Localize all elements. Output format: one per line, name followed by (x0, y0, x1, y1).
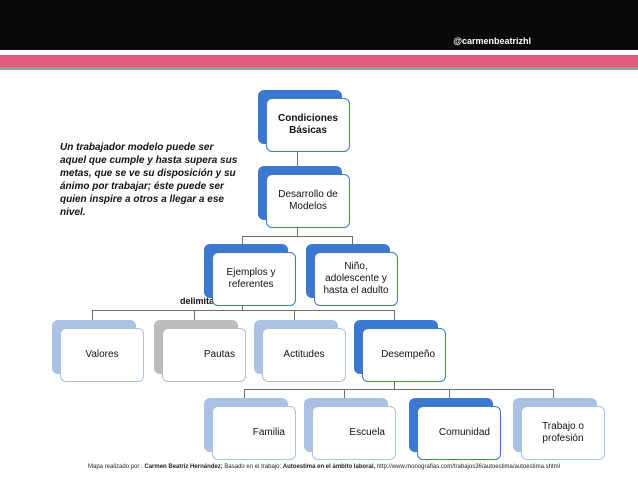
node-label: Desarrollo de Modelos (266, 174, 350, 228)
node-desarrollo-modelos: Desarrollo de Modelos (258, 166, 350, 228)
node-desempeno: Desempeño (354, 320, 446, 382)
connector-line (344, 389, 345, 398)
node-actitudes: Actitudes (254, 320, 346, 382)
node-label: Familia (212, 406, 296, 460)
author-handle: @carmenbeatrizhl (453, 36, 531, 46)
node-label: Niño, adolescente y hasta el adulto (314, 252, 398, 306)
connector-line (449, 389, 450, 398)
footer-credit: Mapa realizado por : Carmen Beatriz Hern… (88, 464, 560, 470)
node-familia: Familia (204, 398, 296, 460)
side-note: Un trabajador modelo puede ser aquel que… (60, 142, 238, 218)
footer-url[interactable]: http://www.monografias.com/trabajos36/au… (376, 464, 560, 470)
connector-line (242, 236, 243, 244)
node-label: Escuela (312, 406, 396, 460)
node-label: Condiciones Básicas (266, 98, 350, 152)
node-valores: Valores (52, 320, 144, 382)
connector-label: delimitará (180, 296, 223, 306)
connector-line (294, 310, 295, 320)
node-label: Comunidad (417, 406, 501, 460)
node-pautas: Pautas (154, 320, 246, 382)
footer-middle: Basado en el trabajo: (224, 464, 282, 470)
node-label: Pautas (162, 328, 246, 382)
footer-prefix: Mapa realizado por : (88, 464, 143, 470)
connector-line (297, 152, 298, 170)
connector-line (92, 310, 93, 320)
connector-line (242, 236, 352, 237)
pink-stripe (0, 55, 638, 67)
node-label: Actitudes (262, 328, 346, 382)
node-nino-adolescente: Niño, adolescente y hasta el adulto (306, 244, 398, 306)
node-escuela: Escuela (304, 398, 396, 460)
connector-line (194, 310, 195, 320)
node-label: Ejemplos y referentes (212, 252, 296, 306)
node-comunidad: Comunidad (409, 398, 501, 460)
connector-line (352, 236, 353, 244)
footer-work: Autoestima en el ámbito laboral, (282, 464, 376, 470)
node-trabajo-profesion: Trabajo o profesión (513, 398, 605, 460)
connector-line (244, 389, 554, 390)
node-label: Valores (60, 328, 144, 382)
gray-stripe (0, 67, 638, 70)
node-condiciones-basicas: Condiciones Básicas (258, 90, 350, 152)
connector-line (244, 389, 245, 398)
connector-line (394, 310, 395, 320)
connector-line (297, 228, 298, 236)
top-banner: @carmenbeatrizhl (0, 0, 638, 50)
connector-line (394, 378, 395, 389)
footer-author: Carmen Beatriz Hernández; (144, 464, 223, 470)
node-label: Trabajo o profesión (521, 406, 605, 460)
connector-line (92, 310, 394, 311)
node-ejemplos-referentes: Ejemplos y referentes (204, 244, 296, 306)
connector-line (553, 389, 554, 398)
node-label: Desempeño (362, 328, 446, 382)
